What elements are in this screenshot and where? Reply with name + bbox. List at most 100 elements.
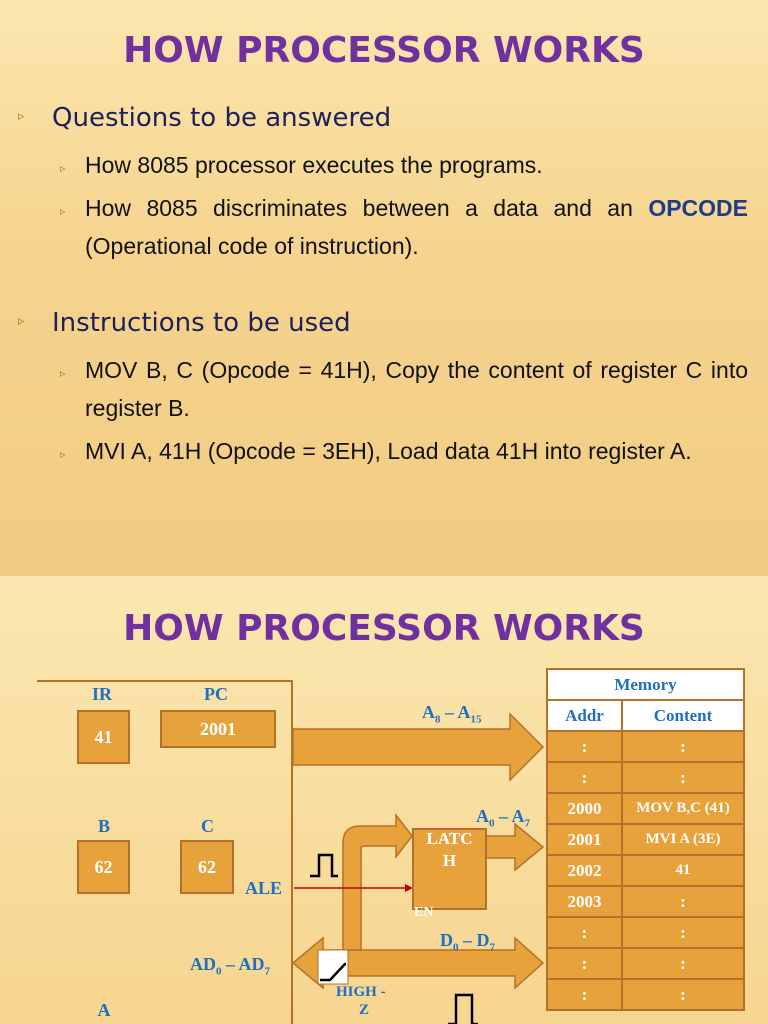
mem-addr: : xyxy=(546,978,623,1011)
mem-addr: : xyxy=(546,947,623,980)
sub-bullet-3-text: MOV B, C (Opcode = 41H), Copy the conten… xyxy=(85,357,748,421)
slide-1: HOW PROCESSOR WORKS ▹ Questions to be an… xyxy=(0,0,768,576)
d0-d7-label: D0 – D7 xyxy=(440,930,495,954)
pc-register: 2001 xyxy=(160,710,276,748)
memory-row: :: xyxy=(546,947,745,980)
sub-bullet-marker-icon: ▹ xyxy=(60,449,66,461)
a0-a7-label: A0 – A7 xyxy=(476,806,530,830)
sig-sub: 15 xyxy=(470,713,482,726)
mem-content: : xyxy=(621,947,745,980)
latch-label-1: LATC xyxy=(426,829,473,848)
sub-bullet-1: ▹ How 8085 processor executes the progra… xyxy=(60,146,748,184)
mem-content: : xyxy=(621,885,745,918)
sig-base: D xyxy=(440,930,453,950)
sig-dash: – D xyxy=(458,930,490,950)
ale-pulse-icon xyxy=(310,853,338,878)
sub-bullet-3: ▹ MOV B, C (Opcode = 41H), Copy the cont… xyxy=(60,351,748,427)
sub-bullet-2-pre: How 8085 discriminates between a data an… xyxy=(85,195,649,221)
sub-bullet-4-text: MVI A, 41H (Opcode = 3EH), Load data 41H… xyxy=(85,438,692,464)
mem-addr: 2003 xyxy=(546,885,623,918)
mem-content: : xyxy=(621,916,745,949)
opcode-bold: OPCODE xyxy=(648,195,748,221)
addr-header: Addr xyxy=(546,699,623,732)
bus-arrows xyxy=(291,712,545,1024)
a-label: A xyxy=(97,1000,111,1020)
c-register: 62 xyxy=(180,840,234,894)
memory-row: :: xyxy=(546,916,745,949)
mem-content: MVI A (3E) xyxy=(621,823,745,856)
address-low-bus-arrow xyxy=(485,822,545,872)
bullet-instructions-text: Instructions to be used xyxy=(52,308,351,338)
mem-content: MOV B,C (41) xyxy=(621,792,745,825)
sub-bullet-2: ▹ How 8085 discriminates between a data … xyxy=(60,189,748,265)
slide-1-title: HOW PROCESSOR WORKS xyxy=(123,30,645,71)
sub-bullet-2-text: How 8085 discriminates between a data an… xyxy=(85,189,748,265)
sig-base: A xyxy=(422,702,435,722)
a8-a15-label: A8 – A15 xyxy=(422,702,482,726)
memory-row: :: xyxy=(546,978,745,1011)
cpu-boundary xyxy=(37,680,293,1024)
bottom-pulse-icon xyxy=(448,993,478,1024)
bullet-questions-text: Questions to be answered xyxy=(52,103,392,133)
ir-value: 41 xyxy=(94,727,113,747)
sig-sub: 0 xyxy=(453,941,459,954)
sig-sub: 7 xyxy=(489,941,496,954)
bullet-questions: ▹ Questions to be answered xyxy=(18,103,391,133)
slide-2-title: HOW PROCESSOR WORKS xyxy=(123,608,645,649)
c-value: 62 xyxy=(198,857,216,877)
sig-dash: – A xyxy=(494,806,525,826)
latch-feed-arrow xyxy=(342,812,413,951)
sig-base: AD xyxy=(190,954,216,974)
memory-title: Memory xyxy=(546,668,745,701)
mem-addr: : xyxy=(546,761,623,794)
sub-bullet-marker-icon: ▹ xyxy=(60,163,66,175)
sig-sub: 8 xyxy=(435,713,441,726)
memory-row: :: xyxy=(546,730,745,763)
sig-sub: 7 xyxy=(524,817,531,830)
mem-addr: : xyxy=(546,916,623,949)
mem-content: : xyxy=(621,730,745,763)
mem-addr: 2000 xyxy=(546,792,623,825)
high-z-label-1: HIGH - xyxy=(336,984,386,1000)
bullet-marker-icon: ▹ xyxy=(18,314,25,329)
latch-block: LATC H EN xyxy=(412,828,487,920)
mem-content: : xyxy=(621,761,745,794)
b-value: 62 xyxy=(94,857,113,877)
address-high-bus-arrow xyxy=(292,712,545,782)
mem-addr: 2001 xyxy=(546,823,623,856)
bullet-marker-icon: ▹ xyxy=(18,109,25,124)
sig-sub: 0 xyxy=(216,965,222,978)
c-label: C xyxy=(201,816,214,836)
memory-row: 2003: xyxy=(546,885,745,918)
content-header: Content xyxy=(621,699,745,732)
sub-bullet-marker-icon: ▹ xyxy=(60,368,66,380)
latch-en-label: EN xyxy=(414,905,434,920)
sig-dash: – A xyxy=(440,702,471,722)
ad0-ad7-label: AD0 – AD7 xyxy=(190,954,270,978)
sub-bullet-2-post: (Operational code of instruction). xyxy=(85,233,419,259)
memory-row: :: xyxy=(546,761,745,794)
b-register: 62 xyxy=(77,840,130,894)
latch-label-2: H xyxy=(442,851,457,870)
high-z-label-2: Z xyxy=(359,1002,370,1018)
ir-register: 41 xyxy=(77,710,130,764)
mem-addr: : xyxy=(546,730,623,763)
sub-bullet-1-text: How 8085 processor executes the programs… xyxy=(85,152,543,178)
mem-content: : xyxy=(621,978,745,1011)
sig-sub: 0 xyxy=(489,817,495,830)
pc-label: PC xyxy=(204,684,228,704)
b-label: B xyxy=(97,816,110,836)
sig-dash: – AD xyxy=(221,954,265,974)
mem-content: 41 xyxy=(621,854,745,887)
mem-addr: 2002 xyxy=(546,854,623,887)
ale-arrowhead xyxy=(405,884,413,892)
sub-bullet-marker-icon: ▹ xyxy=(60,206,66,218)
sig-base: A xyxy=(476,806,489,826)
sub-bullet-4: ▹ MVI A, 41H (Opcode = 3EH), Load data 4… xyxy=(60,432,748,470)
ale-label: ALE xyxy=(245,878,283,898)
slide-2: HOW PROCESSOR WORKS IR PC xyxy=(0,576,768,1024)
